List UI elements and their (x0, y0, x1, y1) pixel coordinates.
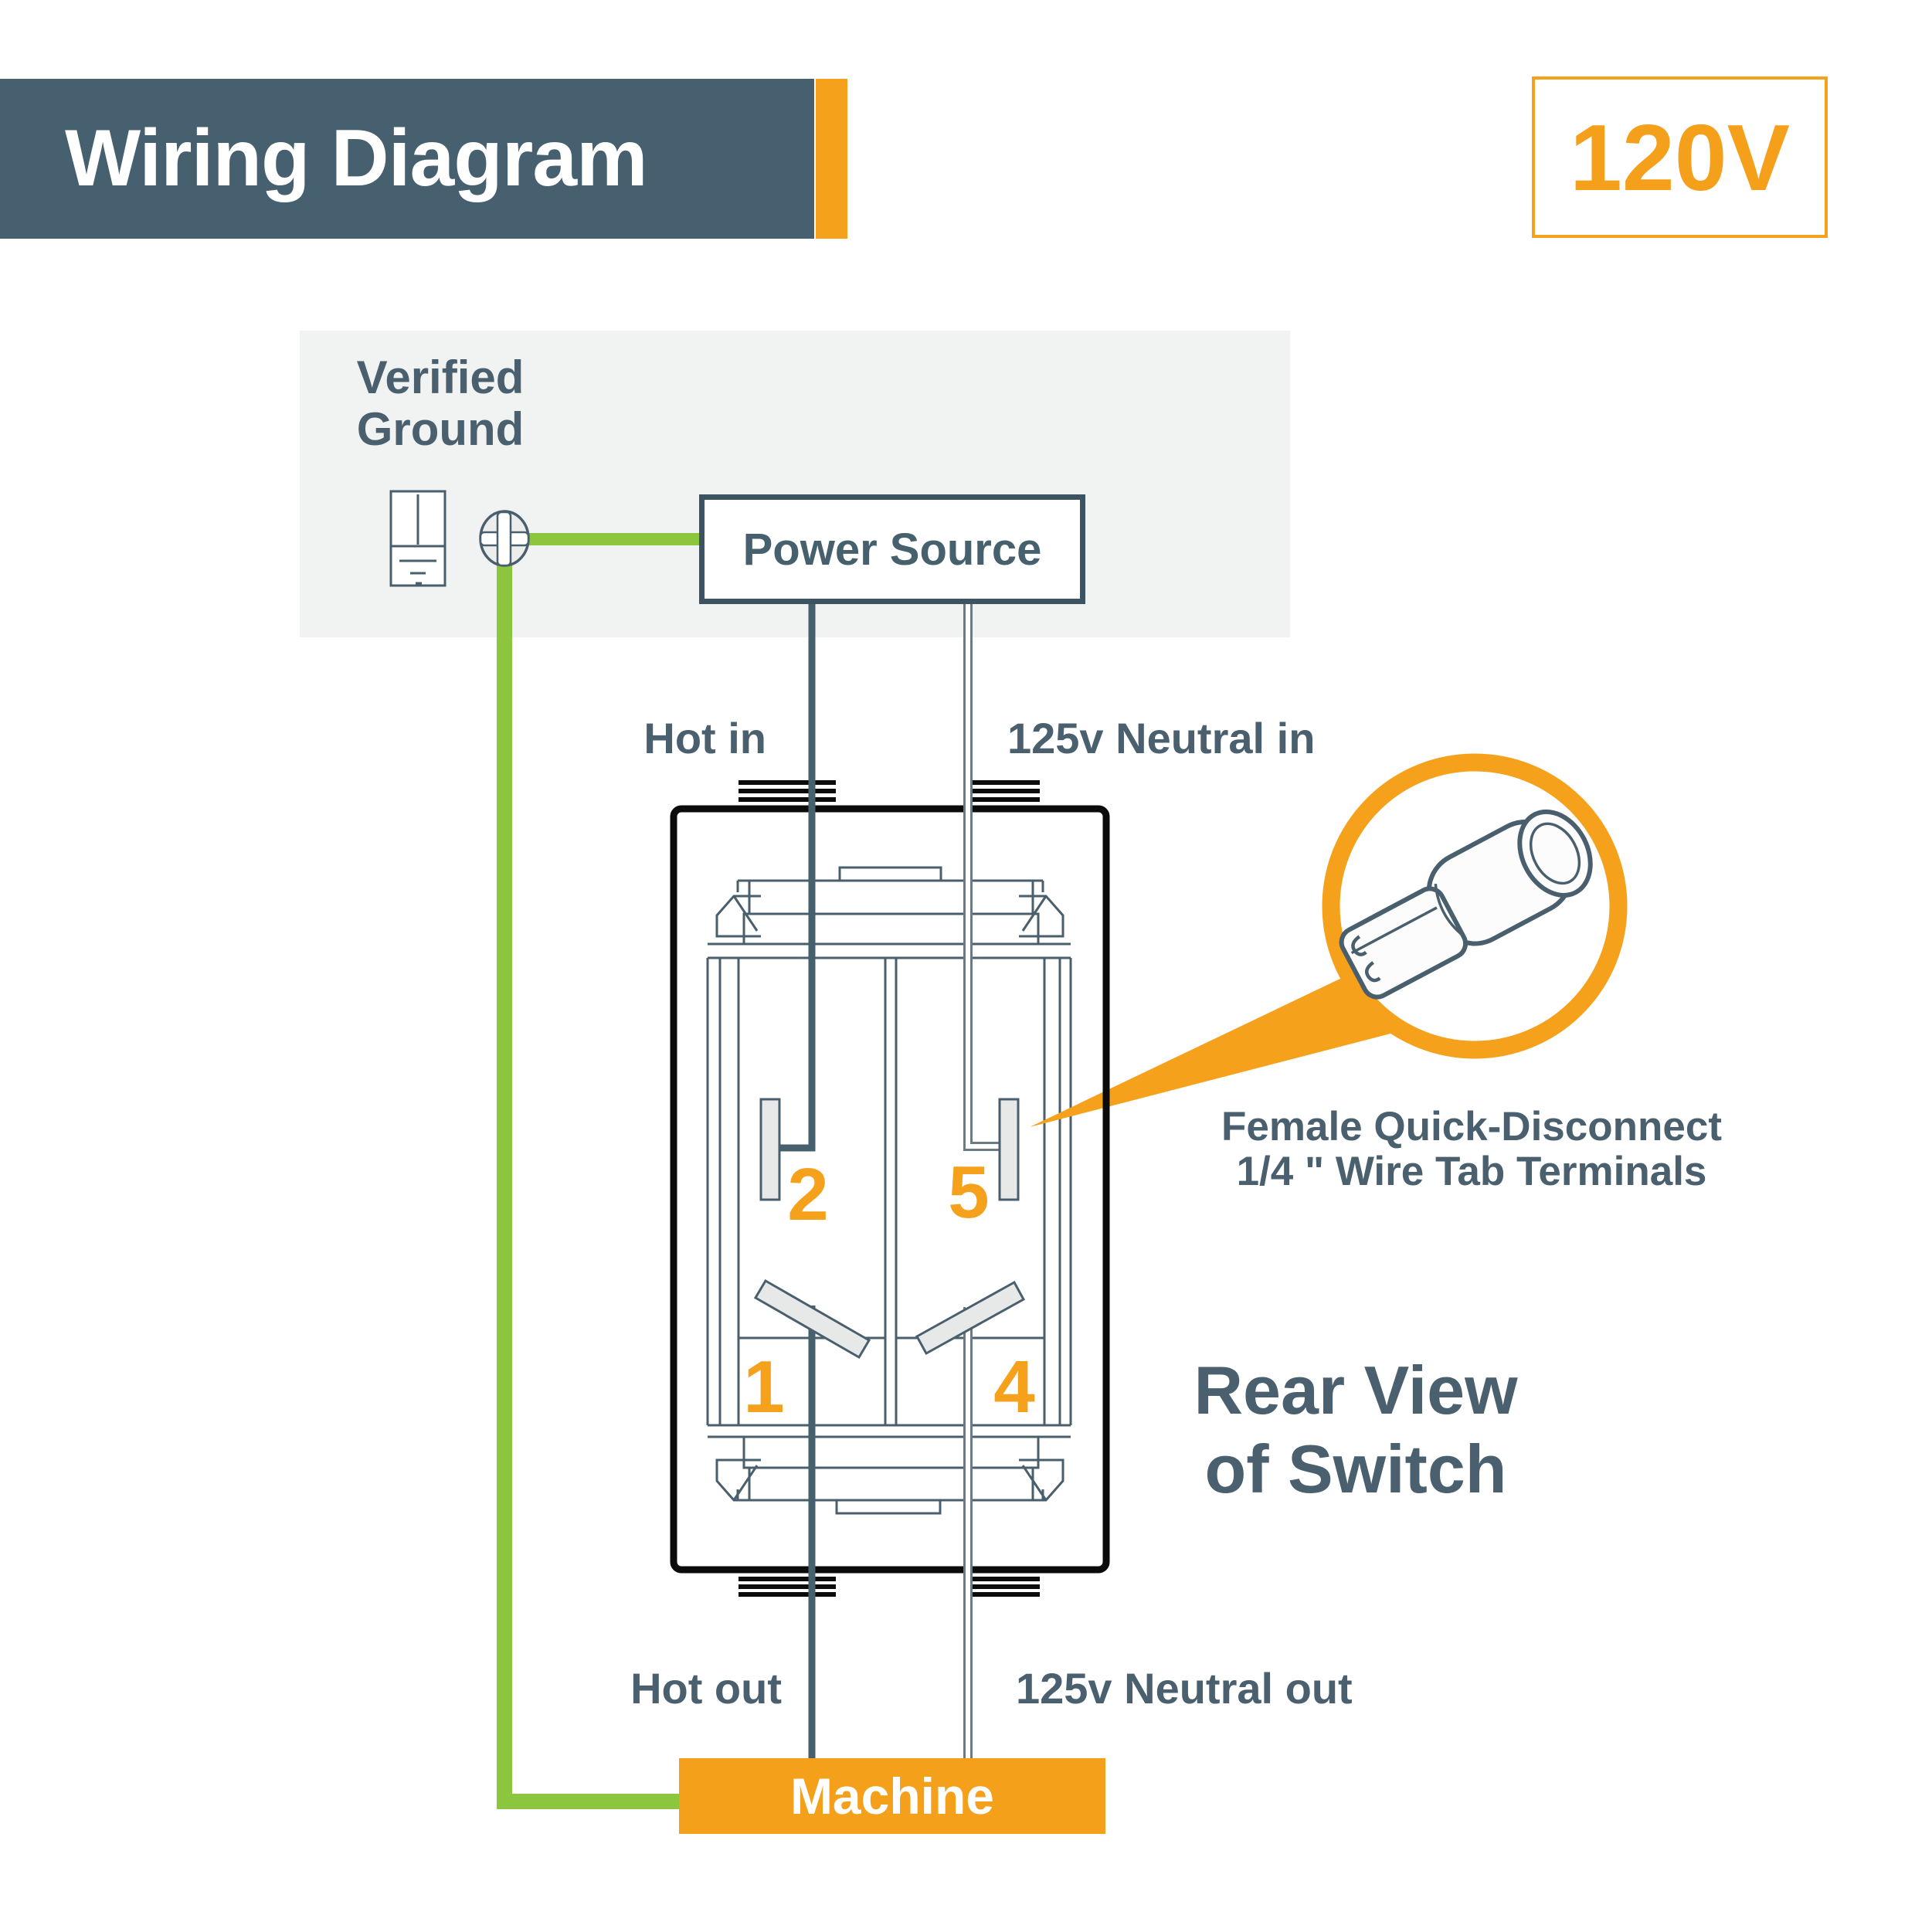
terminal-number-1: 1 (743, 1346, 785, 1428)
hot-wire-in (780, 604, 816, 1152)
power-source-label: Power Source (742, 524, 1042, 575)
quick-disconnect-caption: Female Quick-Disconnect 1/4 " Wire Tab T… (1221, 1104, 1722, 1194)
terminal-number-4: 4 (993, 1346, 1035, 1428)
terminal-number-2: 2 (787, 1153, 829, 1236)
ground-switch-icon (389, 490, 446, 587)
ground-wire (497, 533, 699, 1809)
neutral-out-label: 125v Neutral out (1016, 1664, 1353, 1713)
switch-case (670, 780, 1110, 1597)
callout-pointer (1030, 977, 1390, 1127)
title-banner: Wiring Diagram (0, 79, 814, 239)
hot-in-label: Hot in (643, 714, 766, 762)
hot-out-label: Hot out (630, 1664, 782, 1713)
quick-disconnect-terminal-icon (1339, 809, 1593, 1000)
ground-screw-icon (479, 510, 530, 567)
neutral-in-label: 125v Neutral in (1007, 714, 1316, 762)
terminal-tab-2 (759, 1098, 781, 1201)
rear-view-caption: Rear View of Switch (1193, 1352, 1518, 1507)
title-banner-accent (816, 79, 847, 239)
page-title: Wiring Diagram (65, 114, 648, 203)
rocker-contact-left (753, 1278, 871, 1360)
voltage-badge-text: 120V (1570, 104, 1790, 210)
terminal-number-5: 5 (948, 1151, 990, 1234)
wire-entry-hatch-marks (739, 780, 1040, 1597)
verified-ground-label: Verified Ground (356, 351, 525, 455)
terminal-tab-5 (998, 1098, 1020, 1201)
voltage-badge: 120V (1532, 76, 1828, 238)
machine-box: Machine (679, 1758, 1105, 1834)
machine-label: Machine (789, 1767, 995, 1825)
neutral-wire-in (963, 604, 999, 1151)
rocker-contact-right (915, 1280, 1026, 1356)
power-source-box: Power Source (699, 494, 1085, 604)
